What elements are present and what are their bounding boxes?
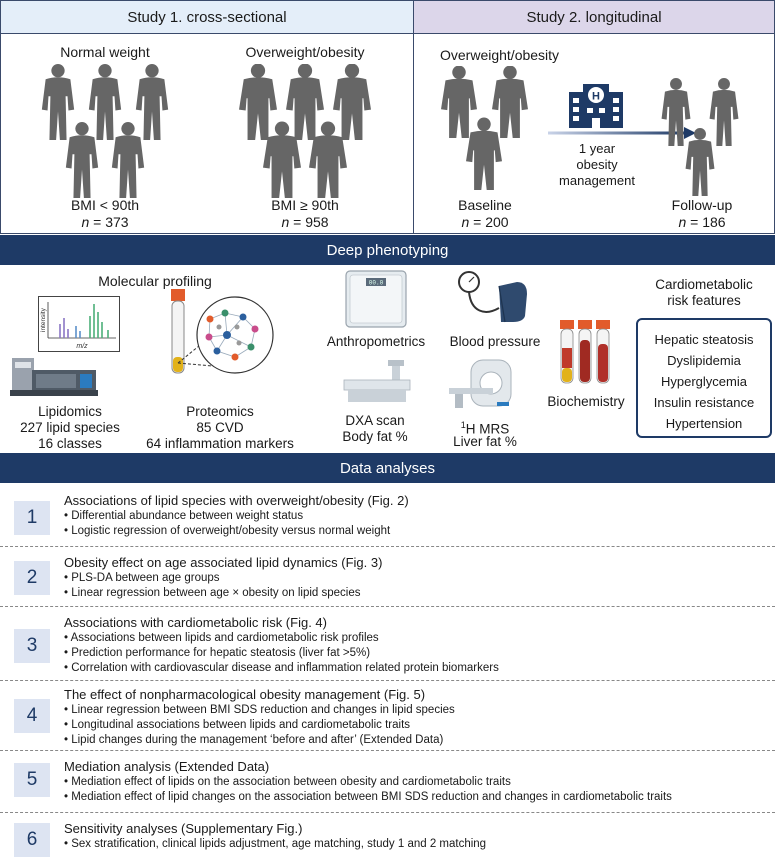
spectrum-x-label: m/z: [76, 343, 88, 350]
analysis-bullet: • Associations between lipids and cardio…: [64, 632, 379, 644]
scale-icon: 00.0: [345, 270, 407, 328]
mrs-liverfat: Liver fat %: [453, 434, 517, 449]
dxa-scanner-icon: [343, 360, 411, 402]
deep-phenotyping-title: Deep phenotyping: [326, 241, 449, 259]
analysis-bullet: • PLS-DA between age groups: [64, 572, 220, 584]
mass-spectrum-icon: intensity m/z: [38, 296, 120, 352]
risk-title-line1: Cardiometabolic: [655, 277, 753, 292]
blood-pressure-label: Blood pressure: [449, 334, 541, 349]
mri-scanner-icon: [449, 359, 512, 408]
analysis-bullet: • Mediation effect of lipids on the asso…: [64, 776, 511, 788]
analysis-bullet: • Sex stratification, clinical lipids ad…: [64, 838, 487, 850]
dxa-label: DXA scan: [345, 413, 405, 428]
intervention-line2: obesity: [576, 157, 618, 172]
risk-title-line2: risk features: [667, 293, 741, 308]
lipidomics-species: 227 lipid species: [20, 420, 120, 435]
analysis-title: Obesity effect on age associated lipid d…: [64, 555, 383, 570]
risk-item: Dyslipidemia: [667, 353, 741, 368]
anthropometrics-label: Anthropometrics: [326, 334, 426, 349]
mrs-label: 1H MRS: [460, 420, 510, 437]
analysis-number: 5: [14, 763, 50, 797]
timeline-arrow: [548, 127, 696, 139]
baseline-n: n = 200: [461, 214, 509, 230]
intervention-line3: management: [559, 173, 635, 188]
baseline-people-icon: [441, 66, 528, 190]
risk-features-box: Hepatic steatosis Dyslipidemia Hyperglyc…: [636, 318, 772, 438]
group-overweight-n: n = 958: [281, 214, 329, 230]
study2-group-label: Overweight/obesity: [440, 47, 560, 63]
analysis-bullet: • Lipid changes during the management ‘b…: [64, 734, 444, 746]
protein-network-icon: [171, 289, 274, 374]
analysis-bullet: • Linear regression between age × obesit…: [64, 587, 361, 599]
group-normal-weight-n: n = 373: [81, 214, 129, 230]
risk-item: Hyperglycemia: [661, 374, 747, 389]
proteomics-cvd: 85 CVD: [196, 420, 244, 435]
intervention-duration: 1 year: [578, 141, 616, 156]
study2-header: Study 2. longitudinal: [413, 0, 775, 34]
analysis-bullet: • Differential abundance between weight …: [64, 510, 304, 522]
dxa-bodyfat: Body fat %: [342, 429, 408, 444]
group-overweight-label: Overweight/obesity: [245, 44, 365, 60]
study1-header: Study 1. cross-sectional: [0, 0, 414, 34]
group-overweight-criteria: BMI ≥ 90th: [271, 197, 339, 213]
followup-n: n = 186: [678, 214, 726, 230]
analysis-divider: [0, 546, 775, 547]
risk-item: Insulin resistance: [653, 395, 755, 410]
analysis-number: 4: [14, 699, 50, 733]
analysis-title: Sensitivity analyses (Supplementary Fig.…: [64, 821, 303, 836]
analysis-bullet: • Correlation with cardiovascular diseas…: [64, 662, 499, 674]
analysis-title: The effect of nonpharmacological obesity…: [64, 687, 426, 702]
analysis-bullet: • Prediction performance for hepatic ste…: [64, 647, 371, 659]
blood-pressure-cuff-icon: [458, 271, 527, 323]
analysis-divider: [0, 750, 775, 751]
data-analyses-title: Data analyses: [339, 459, 436, 477]
analysis-divider: [0, 680, 775, 681]
hospital-icon: H: [569, 84, 623, 128]
study1-title: Study 1. cross-sectional: [127, 8, 287, 26]
analysis-bullet: • Logistic regression of overweight/obes…: [64, 525, 391, 537]
followup-people-icon: [661, 78, 739, 196]
molecular-profiling-label: Molecular profiling: [98, 273, 212, 289]
analysis-number: 1: [14, 501, 50, 535]
hospital-letter: H: [592, 91, 600, 103]
analysis-title: Mediation analysis (Extended Data): [64, 759, 270, 774]
mass-spectrometer-icon: [10, 358, 98, 396]
normal-weight-people-icon: [41, 64, 169, 198]
analysis-bullet: • Longitudinal associations between lipi…: [64, 719, 411, 731]
analysis-divider: [0, 812, 775, 813]
analysis-number: 2: [14, 561, 50, 595]
risk-item: Hypertension: [665, 416, 743, 431]
data-analyses-band: Data analyses: [0, 453, 775, 483]
spectrum-y-label: intensity: [40, 307, 47, 332]
analysis-number: 3: [14, 629, 50, 663]
analysis-bullet: • Linear regression between BMI SDS redu…: [64, 704, 455, 716]
followup-label: Follow-up: [671, 197, 733, 213]
baseline-label: Baseline: [458, 197, 512, 213]
mrs-superscript: 1: [460, 420, 466, 430]
proteomics-title: Proteomics: [186, 404, 254, 419]
proteomics-inflammation: 64 inflammation markers: [146, 436, 294, 451]
blood-tubes-icon: [560, 320, 610, 384]
group-normal-weight-criteria: BMI < 90th: [70, 197, 140, 213]
analysis-title: Associations with cardiometabolic risk (…: [64, 615, 327, 630]
deep-phenotyping-band: Deep phenotyping: [0, 235, 775, 265]
analysis-title: Associations of lipid species with overw…: [64, 493, 409, 508]
biochemistry-label: Biochemistry: [547, 394, 625, 409]
analysis-divider: [0, 606, 775, 607]
overweight-people-icon: [239, 64, 371, 198]
analysis-bullet: • Mediation effect of lipid changes on t…: [64, 791, 672, 803]
analysis-number: 6: [14, 823, 50, 857]
risk-item: Hepatic steatosis: [654, 332, 754, 347]
lipidomics-title: Lipidomics: [38, 404, 102, 419]
group-normal-weight-label: Normal weight: [60, 44, 150, 60]
scale-display: 00.0: [369, 280, 384, 287]
lipidomics-classes: 16 classes: [38, 436, 102, 451]
study2-title: Study 2. longitudinal: [526, 8, 662, 26]
